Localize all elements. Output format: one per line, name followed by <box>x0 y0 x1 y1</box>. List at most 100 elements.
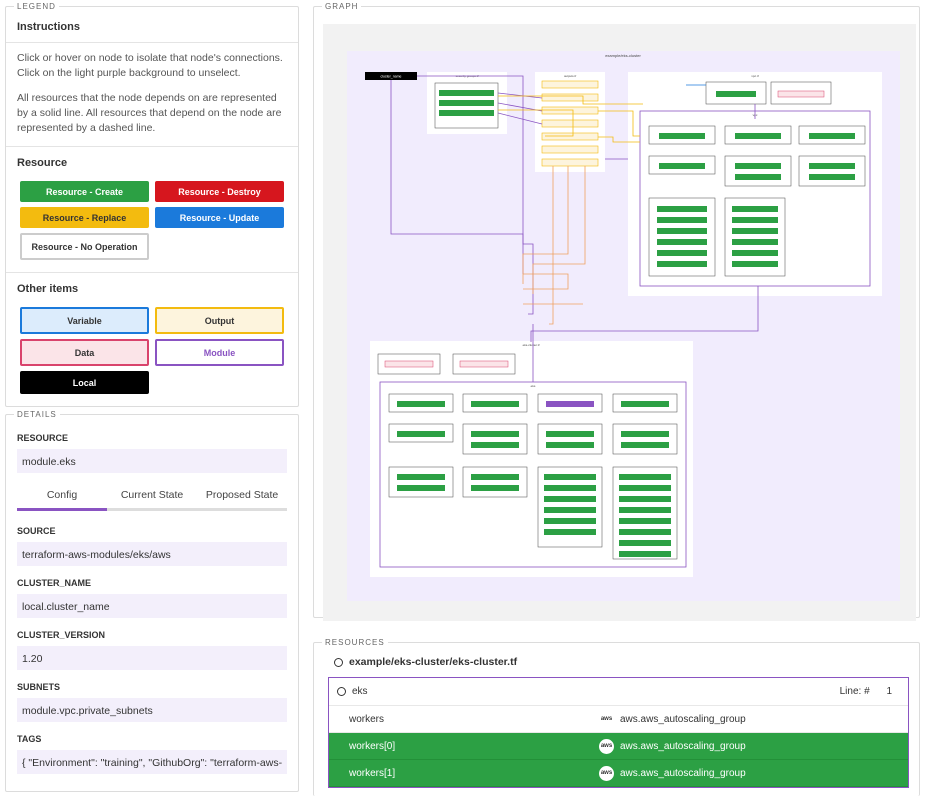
iam-node-6[interactable] <box>619 529 671 535</box>
graph-root-label: example/eks-cluster <box>605 53 641 58</box>
tab-proposed-state[interactable]: Proposed State <box>205 489 279 501</box>
resource-row-type: aws.aws_autoscaling_group <box>620 767 746 779</box>
subnet-node-4[interactable] <box>732 239 778 245</box>
resource-row-workers-0[interactable]: workers[0] aws aws.aws_autoscaling_group <box>329 733 908 760</box>
resource-row-workers[interactable]: workers aws aws.aws_autoscaling_group <box>329 706 908 733</box>
legend-resource-destroy: Resource - Destroy <box>155 181 284 202</box>
tab-config[interactable]: Config <box>17 483 108 511</box>
subnet-node-5[interactable] <box>732 250 778 256</box>
legend-data: Data <box>20 339 149 366</box>
graph-canvas[interactable]: example/eks-cluster cluster_name securit… <box>323 24 916 621</box>
output-node-7[interactable] <box>541 158 599 167</box>
rt-node-3[interactable] <box>657 228 707 234</box>
eks-res-10-node-1[interactable] <box>471 474 519 480</box>
eks-submodule-label: eks <box>531 384 536 388</box>
iam-node-8[interactable] <box>619 551 671 557</box>
legend-panel-title: LEGEND <box>17 2 56 11</box>
eks-res-9-node-2[interactable] <box>397 485 445 491</box>
output-node-1[interactable] <box>541 80 599 89</box>
availability-zones-node[interactable] <box>777 90 825 98</box>
vpc-resource-5[interactable] <box>724 155 792 187</box>
eks-res-10-node-2[interactable] <box>471 485 519 491</box>
rt-node-4[interactable] <box>657 239 707 245</box>
iam-node-4[interactable] <box>619 507 671 513</box>
collapse-file-icon[interactable] <box>334 657 343 667</box>
iam-node-2[interactable] <box>619 485 671 491</box>
sg-node-1[interactable] <box>439 90 494 96</box>
iam-node-3[interactable] <box>619 496 671 502</box>
eks-cluster-data-node[interactable] <box>384 360 434 368</box>
vpc-resource-5-node-2[interactable] <box>735 174 781 180</box>
rt-node-1[interactable] <box>657 206 707 212</box>
vpc-resource-6[interactable] <box>798 155 866 187</box>
eks-res-4-node[interactable] <box>621 401 669 407</box>
sg-node-2[interactable] <box>439 100 494 106</box>
output-node-4[interactable] <box>541 119 599 128</box>
iam-node-7[interactable] <box>619 540 671 546</box>
subnet-node-6[interactable] <box>732 261 778 267</box>
eks-res-5-node[interactable] <box>397 431 445 437</box>
output-node-6[interactable] <box>541 145 599 154</box>
eks-res-9[interactable] <box>388 466 454 498</box>
subnet-node-3[interactable] <box>732 228 778 234</box>
random-string-node[interactable] <box>716 91 756 97</box>
vpc-resource-4-node[interactable] <box>659 163 705 169</box>
local-node[interactable] <box>365 72 417 80</box>
resource-row-name: workers[1] <box>349 767 396 779</box>
sgr-node-2[interactable] <box>544 485 596 491</box>
legend-local: Local <box>20 371 149 394</box>
eks-res-2-node[interactable] <box>471 401 519 407</box>
eks-res-7-node-2[interactable] <box>546 442 594 448</box>
eks-res-6[interactable] <box>462 423 528 455</box>
eks-res-6-node-1[interactable] <box>471 431 519 437</box>
resource-file-header[interactable]: example/eks-cluster/eks-cluster.tf <box>314 647 919 677</box>
legend-variable: Variable <box>20 307 149 334</box>
eks-res-9-node-1[interactable] <box>397 474 445 480</box>
field-label-tags: TAGS <box>17 734 42 744</box>
vpc-resource-6-node-1[interactable] <box>809 163 855 169</box>
sgr-node-1[interactable] <box>544 474 596 480</box>
collapse-module-icon[interactable] <box>337 687 346 696</box>
eks-res-3-node[interactable] <box>546 401 594 407</box>
eks-res-7[interactable] <box>537 423 603 455</box>
eks-res-10[interactable] <box>462 466 528 498</box>
sgr-node-5[interactable] <box>544 518 596 524</box>
outputs-module-label: outputs.tf <box>564 74 577 78</box>
vpc-resource-2-node[interactable] <box>735 133 781 139</box>
rt-node-5[interactable] <box>657 250 707 256</box>
sgr-node-3[interactable] <box>544 496 596 502</box>
edge-sg-output-1 <box>497 92 543 99</box>
eks-cluster-auth-data-node[interactable] <box>459 360 509 368</box>
resources-panel: RESOURCES example/eks-cluster/eks-cluste… <box>313 638 920 796</box>
legend-module: Module <box>155 339 284 366</box>
iam-node-5[interactable] <box>619 518 671 524</box>
field-label-cluster-name: CLUSTER_NAME <box>17 578 92 588</box>
dependency-graph[interactable]: example/eks-cluster cluster_name securit… <box>323 24 916 621</box>
rt-node-6[interactable] <box>657 261 707 267</box>
iam-node-1[interactable] <box>619 474 671 480</box>
vpc-resource-6-node-2[interactable] <box>809 174 855 180</box>
tab-current-state[interactable]: Current State <box>120 489 184 501</box>
vpc-resource-1-node[interactable] <box>659 133 705 139</box>
subnet-node-2[interactable] <box>732 217 778 223</box>
output-node-5[interactable] <box>541 132 599 141</box>
eks-res-6-node-2[interactable] <box>471 442 519 448</box>
output-node-3[interactable] <box>541 106 599 115</box>
eks-res-1-node[interactable] <box>397 401 445 407</box>
eks-res-7-node-1[interactable] <box>546 431 594 437</box>
vpc-resource-5-node-1[interactable] <box>735 163 781 169</box>
eks-res-8-node-2[interactable] <box>621 442 669 448</box>
eks-res-8-node-1[interactable] <box>621 431 669 437</box>
eks-res-8[interactable] <box>612 423 678 455</box>
vpc-resource-3-node[interactable] <box>809 133 855 139</box>
rt-node-2[interactable] <box>657 217 707 223</box>
sg-node-3[interactable] <box>439 110 494 116</box>
output-node-2[interactable] <box>541 93 599 102</box>
resource-value: module.eks <box>17 449 288 473</box>
resource-row-workers-1[interactable]: workers[1] aws aws.aws_autoscaling_group <box>329 760 908 787</box>
subnet-node-1[interactable] <box>732 206 778 212</box>
module-row[interactable]: eks Line: # 1 <box>329 678 908 706</box>
sgr-node-6[interactable] <box>544 529 596 535</box>
field-label-source: SOURCE <box>17 526 56 536</box>
sgr-node-4[interactable] <box>544 507 596 513</box>
